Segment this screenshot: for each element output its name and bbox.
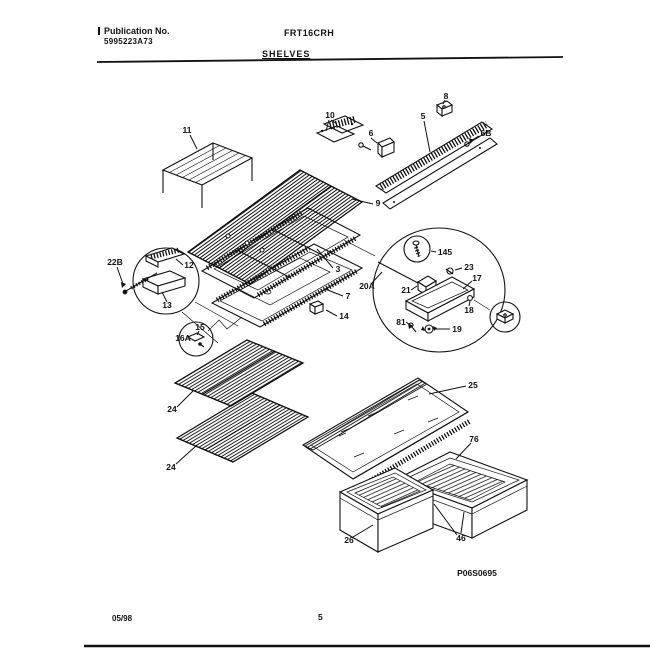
callout-11: 11 — [183, 125, 192, 135]
detail-circle-left — [122, 247, 239, 344]
detail-circle-small-right — [489, 301, 521, 333]
callout-13: 13 — [162, 300, 172, 310]
diagram-code: P06S0695 — [457, 568, 497, 578]
part-wire-shelf-24-lower — [175, 392, 310, 463]
footer-page-number: 5 — [318, 612, 323, 622]
publication-label: Publication No. — [104, 26, 170, 36]
detail-circle-small-left — [178, 316, 243, 357]
arrowhead-81 — [408, 323, 413, 329]
callout-46: 46 — [456, 533, 466, 543]
part-bracket-8 — [435, 100, 454, 118]
callout-26: 26 — [344, 535, 354, 545]
callout-6b: 6B — [481, 128, 492, 138]
leader-lines — [116, 99, 473, 538]
callout-22b: 22B — [107, 257, 123, 267]
callout-9: 9 — [376, 198, 381, 208]
callout-labels: 11 10 8 5 6B 6 9 3 7 14 22B 12 13 15 16A… — [107, 91, 497, 578]
part-shelf-rail — [374, 120, 498, 210]
callout-18: 18 — [464, 305, 474, 315]
callout-10: 10 — [325, 110, 335, 120]
callout-76: 76 — [469, 434, 479, 444]
callout-5: 5 — [421, 111, 426, 121]
callout-19: 19 — [452, 324, 462, 334]
callout-14: 14 — [339, 311, 349, 321]
callout-16a: 16A — [175, 333, 191, 343]
arrowhead-22b — [121, 282, 126, 288]
callout-145: 145 — [438, 247, 452, 257]
callout-7: 7 — [346, 291, 351, 301]
part-wire-shelf-small — [161, 142, 254, 208]
print-tick-mark — [98, 27, 100, 35]
callout-15: 15 — [195, 322, 205, 332]
callout-3: 3 — [336, 264, 341, 274]
section-title: SHELVES — [262, 49, 311, 59]
detail-circle-right — [343, 227, 506, 353]
callout-25: 25 — [468, 380, 478, 390]
glass-sparkles — [338, 395, 439, 458]
callout-21: 21 — [401, 285, 411, 295]
part-shelf-frame-7 — [210, 243, 364, 328]
part-bracket-6 — [358, 137, 395, 159]
callout-17: 17 — [472, 273, 482, 283]
callout-6: 6 — [369, 128, 374, 138]
callout-8: 8 — [444, 91, 449, 101]
publication-number: 5995223A73 — [104, 37, 153, 46]
part-grid-insert — [315, 115, 365, 143]
callout-20a: 20A — [359, 281, 375, 291]
callout-24-lower: 24 — [166, 462, 176, 472]
callout-81: 81 — [396, 317, 406, 327]
callout-24-upper: 24 — [167, 404, 177, 414]
model-number: FRT16CRH — [284, 28, 335, 38]
part-crisper-drawer-left — [338, 467, 435, 553]
part-wire-shelf-24-upper — [173, 339, 305, 407]
part-clip-6b — [464, 135, 480, 147]
part-spacer-block — [308, 300, 325, 315]
footer-date: 05/98 — [112, 614, 133, 623]
header-rule — [96, 56, 564, 63]
callout-12: 12 — [184, 260, 194, 270]
callout-23: 23 — [464, 262, 474, 272]
